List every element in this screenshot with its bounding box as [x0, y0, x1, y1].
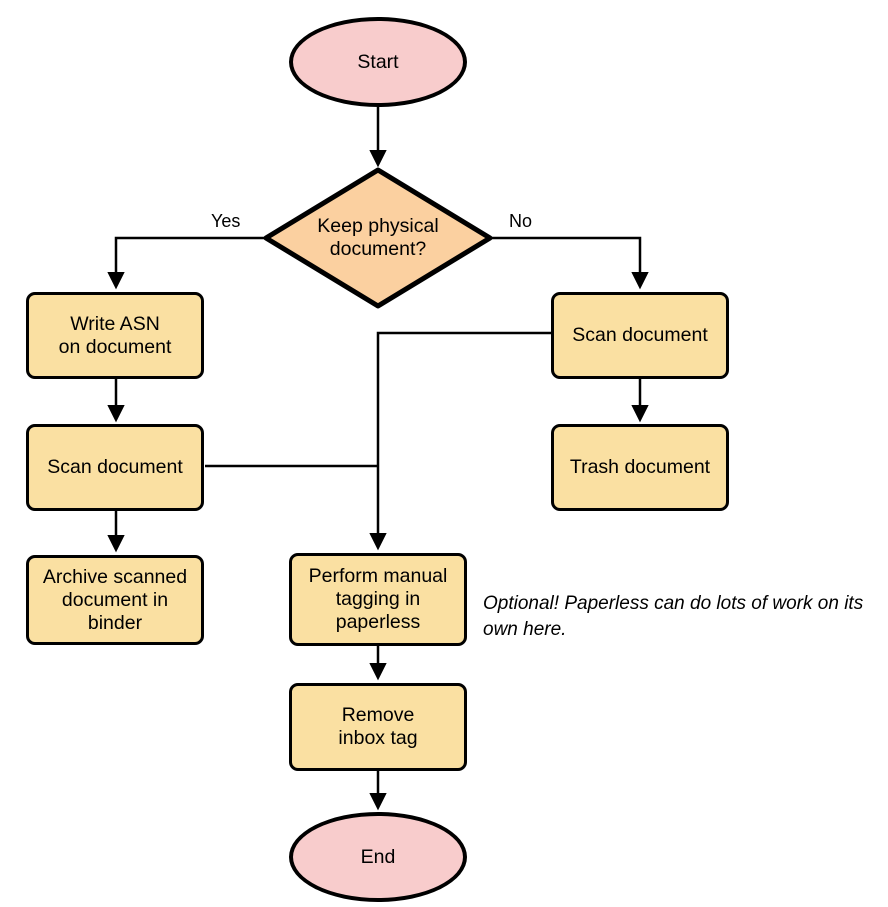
node-write-asn[interactable]: Write ASN on document	[26, 292, 204, 379]
node-scan-document-left-label: Scan document	[47, 456, 183, 478]
node-scan-document-left[interactable]: Scan document	[26, 424, 204, 511]
node-trash-document[interactable]: Trash document	[551, 424, 729, 511]
node-archive-scanned-document[interactable]: Archive scanned document in binder	[26, 555, 204, 645]
node-end[interactable]: End	[289, 812, 467, 902]
annotation-optional-note: Optional! Paperless can do lots of work …	[483, 593, 864, 640]
edge-decision-yes-to-write-asn	[107, 236, 266, 290]
edge-decision-no-to-scan-right	[490, 236, 649, 290]
node-start[interactable]: Start	[289, 17, 467, 107]
edge-label-no: No	[509, 211, 533, 231]
node-trash-document-label: Trash document	[569, 456, 711, 478]
node-archive-scanned-document-label: Archive scanned document in binder	[42, 565, 188, 634]
node-start-label: Start	[357, 50, 399, 73]
node-remove-inbox-tag[interactable]: Remove inbox tag	[289, 683, 467, 771]
node-perform-manual-tagging[interactable]: Perform manual tagging in paperless	[289, 553, 467, 646]
node-scan-document-right[interactable]: Scan document	[551, 292, 729, 379]
node-scan-document-right-label: Scan document	[572, 324, 708, 346]
node-remove-inbox-tag-label: Remove inbox tag	[338, 704, 418, 749]
node-decision-keep-physical-document[interactable]: Keep physical document?	[281, 202, 475, 274]
edge-label-yes: Yes	[211, 211, 241, 231]
node-end-label: End	[360, 845, 396, 868]
node-write-asn-label: Write ASN on document	[58, 312, 172, 358]
node-decision-label: Keep physical document?	[317, 215, 439, 260]
node-perform-manual-tagging-label: Perform manual tagging in paperless	[308, 565, 448, 633]
edge-scan-right-to-manual-tagging	[369, 331, 551, 551]
